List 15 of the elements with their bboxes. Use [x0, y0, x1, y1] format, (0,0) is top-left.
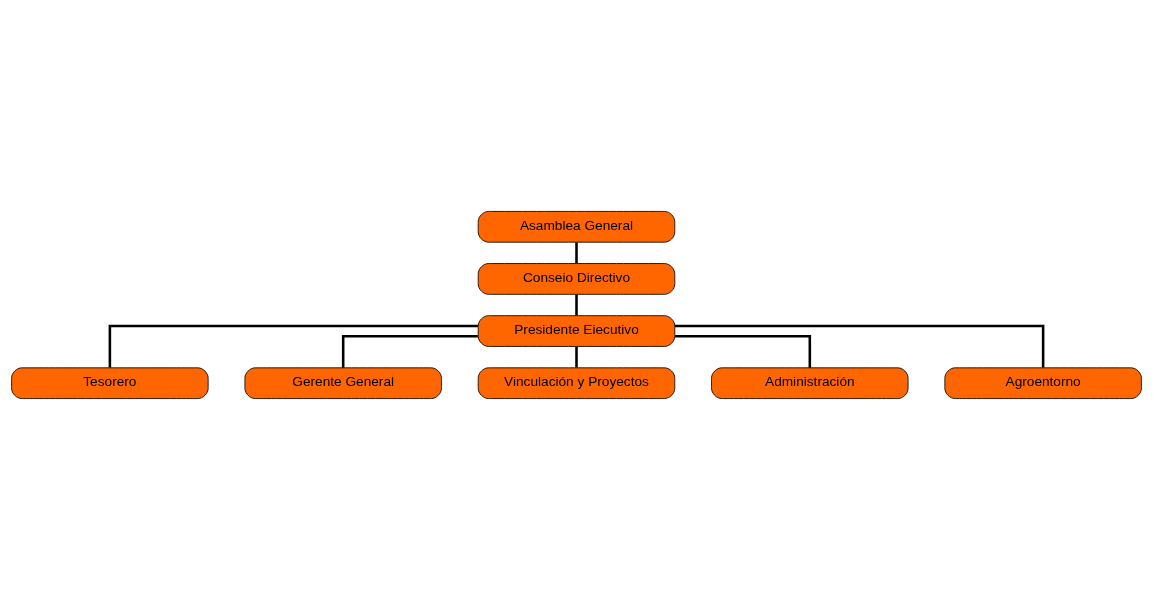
node-box: Presidente Eiecutivo: [477, 314, 676, 347]
node-box: Tesorero: [11, 366, 209, 399]
node-box: Agroentorno: [944, 366, 1142, 399]
connector: [575, 346, 578, 368]
connector: [341, 334, 478, 368]
node-box: Administración: [711, 366, 909, 399]
node-box: Gerente General: [244, 366, 442, 399]
node-box: Vinculación y Proyectos: [477, 366, 676, 399]
connector: [575, 294, 578, 315]
connector: [575, 241, 578, 263]
connector: [674, 324, 1045, 368]
connector: [675, 334, 812, 368]
connector: [108, 324, 479, 368]
node-box: Conseio Directivo: [477, 262, 676, 295]
node-box: Asamblea General: [477, 210, 676, 243]
